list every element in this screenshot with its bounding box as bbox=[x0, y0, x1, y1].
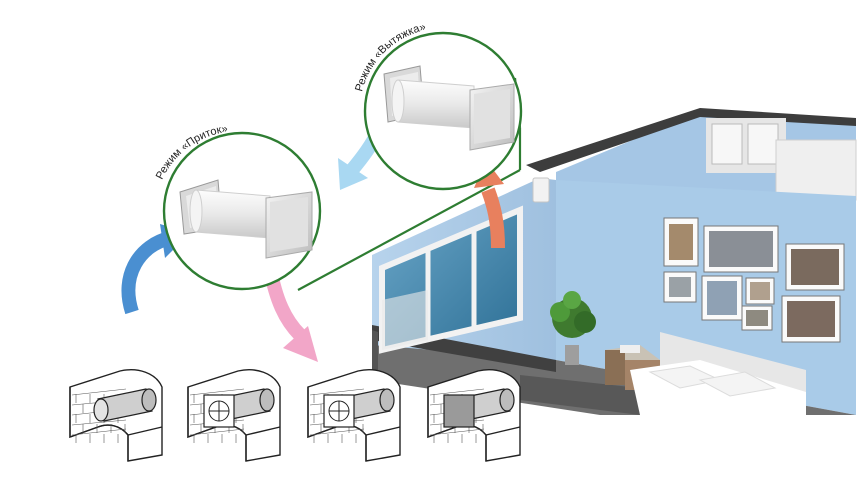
wall-pipe-step-icon bbox=[69, 369, 163, 462]
window-icon bbox=[379, 205, 523, 354]
exhaust-mode-circle bbox=[363, 31, 523, 191]
room-cutaway bbox=[372, 108, 857, 415]
plant-icon bbox=[550, 291, 596, 365]
wall-pipe-step-icon bbox=[307, 369, 401, 462]
nightstand bbox=[605, 345, 660, 390]
bed-icon bbox=[630, 332, 806, 415]
installation-steps bbox=[69, 369, 521, 462]
cabinet-door bbox=[747, 123, 779, 165]
supply-mode-circle bbox=[162, 131, 322, 291]
picture-frame-icon bbox=[663, 217, 845, 343]
wall-pipe-step-icon bbox=[187, 369, 281, 462]
connector-line bbox=[297, 169, 521, 291]
kitchen-counter bbox=[775, 139, 857, 201]
wall-vent-device bbox=[532, 177, 550, 203]
ventilator-device-icon bbox=[179, 179, 313, 259]
wall-pipe-step-icon bbox=[427, 369, 521, 462]
cabinet-door bbox=[711, 123, 743, 165]
ventilator-device-icon bbox=[383, 65, 515, 151]
